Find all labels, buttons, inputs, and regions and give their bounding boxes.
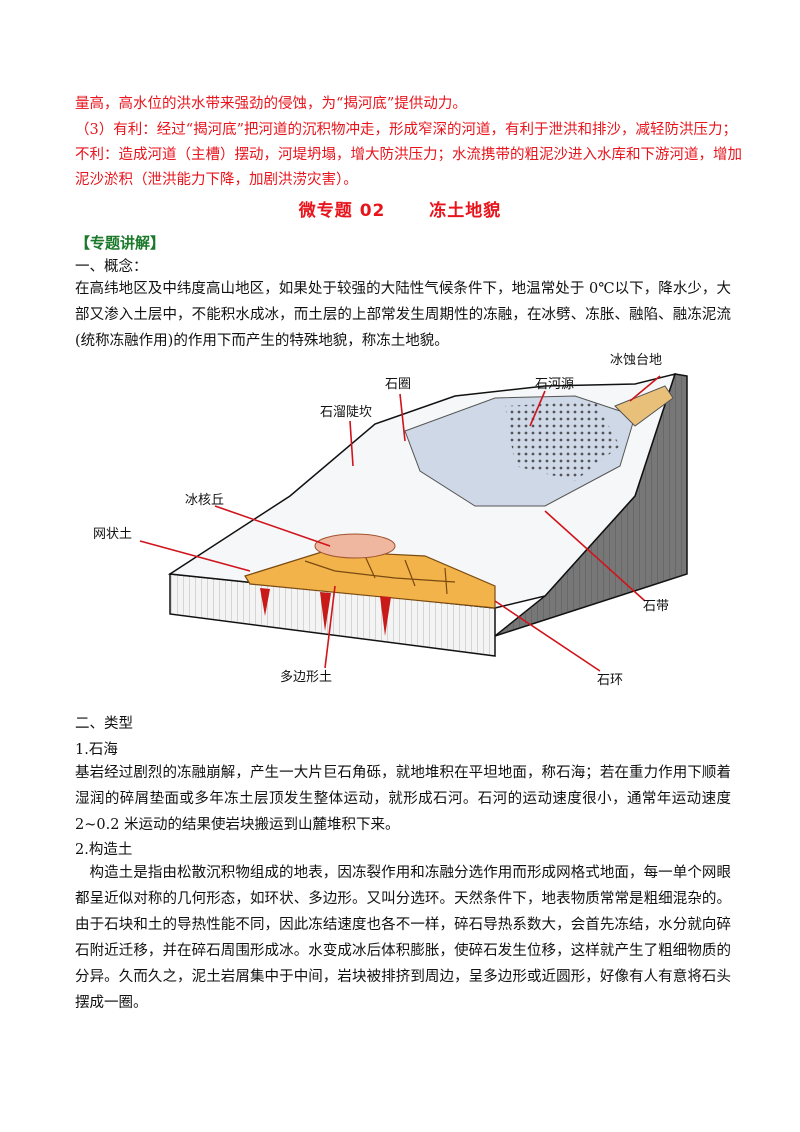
label-stone-river-source: 石河源 xyxy=(535,377,574,392)
label-pingo: 冰核丘 xyxy=(185,493,224,508)
answer-line-2: （3）有利：经过“揭河底”把河道的沉积物冲走，形成窄深的河道，有利于泄洪和排沙，… xyxy=(75,122,738,138)
topic-title: 微专题 02 冻土地貌 xyxy=(0,196,800,221)
label-stone-belt: 石带 xyxy=(643,599,669,614)
answer-line-3: 不利：造成河道（主槽）摆动，河堤坍塌，增大防洪压力；水流携带的粗泥沙进入水库和下… xyxy=(75,147,742,163)
types-heading: 二、类型 xyxy=(75,716,133,732)
answer-line-4: 泥沙淤积（泄洪能力下降，加剧洪涝灾害）。 xyxy=(75,172,358,188)
section-label: 【专题讲解】 xyxy=(75,234,166,252)
label-polygon-soil: 多边形土 xyxy=(280,669,332,685)
type1-title: 1.石海 xyxy=(75,742,118,758)
answer-line-1: 量高，高水位的洪水带来强劲的侵蚀，为“揭河底”提供动力。 xyxy=(75,96,467,112)
label-stone-slope: 石溜陡坎 xyxy=(320,405,372,420)
type2-title: 2.构造土 xyxy=(75,842,133,858)
topic-name: 冻土地貌 xyxy=(429,201,502,221)
type2-text: 构造土是指由松散沉积物组成的地表，因冻裂作用和冻融分选作用而形成网格式地面，每一… xyxy=(75,865,731,1011)
concept-text: 在高纬地区及中纬度高山地区，如果处于较强的大陆性气候条件下，地温常处于 0℃以下… xyxy=(75,281,731,349)
label-net-soil: 网状土 xyxy=(93,527,132,542)
label-ice-platform: 冰蚀台地 xyxy=(610,353,662,368)
permafrost-diagram: 冰蚀台地 石圈 石河源 石溜陡坎 冰核丘 网状土 石带 多边形土 石环 xyxy=(75,346,725,698)
topic-number: 微专题 02 xyxy=(298,201,386,221)
label-stone-ring: 石环 xyxy=(597,673,623,688)
type1-text: 基岩经过剧烈的冻融崩解，产生一大片巨石角砾，就地堆积在平坦地面，称石海；若在重力… xyxy=(75,765,731,833)
label-stone-circle: 石圈 xyxy=(385,377,411,392)
concept-heading: 一、概念： xyxy=(75,259,148,275)
